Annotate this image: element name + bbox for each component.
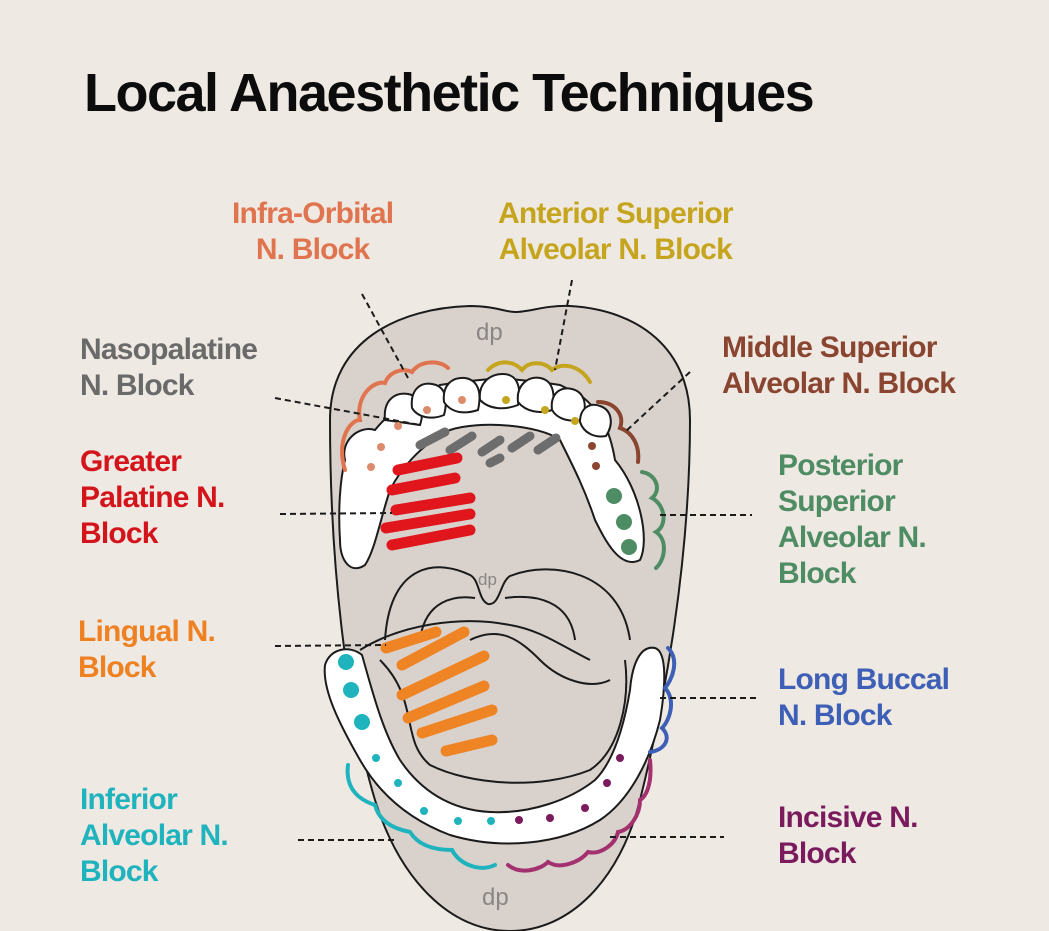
anterior-superior-alveolar-arc — [486, 360, 592, 384]
label-incisive: Incisive N. Block — [778, 800, 918, 872]
label-infra-orbital: Infra-Orbital N. Block — [232, 196, 394, 268]
label-line: Incisive N. — [778, 801, 918, 834]
label-anterior-superior-alveolar: Anterior Superior Alveolar N. Block — [498, 196, 734, 268]
label-line: Block — [778, 837, 857, 870]
label-line: Block — [78, 651, 157, 684]
inferior-alveolar-arc — [345, 763, 497, 870]
page-title: Local Anaesthetic Techniques — [84, 63, 815, 123]
middle-superior-alveolar-arc — [596, 400, 641, 464]
label-posterior-superior-alveolar: Posterior Superior Alveolar N. Block — [778, 448, 927, 592]
label-line: Alveolar N. — [80, 819, 229, 852]
label-line: Palatine N. — [80, 481, 225, 514]
watermark-bottom: dp — [482, 884, 509, 911]
label-line: Block — [80, 517, 159, 550]
long-buccal-arc — [648, 646, 677, 754]
label-line: Lingual N. — [78, 615, 216, 648]
infra-orbital-arc — [340, 360, 450, 472]
label-line: Superior — [778, 485, 896, 518]
label-line: N. Block — [255, 233, 370, 266]
greater-palatine-marks — [380, 452, 476, 551]
label-line: Block — [80, 855, 159, 888]
label-line: Infra-Orbital — [232, 197, 394, 230]
label-line: Long Buccal — [778, 663, 950, 696]
label-lingual: Lingual N. Block — [78, 614, 216, 686]
label-line: Posterior — [778, 449, 903, 482]
label-line: Alveolar N. — [778, 521, 927, 554]
inferior-alveolar-dots — [338, 654, 495, 825]
lingual-marks — [380, 626, 498, 757]
incisive-dots — [515, 754, 624, 824]
label-greater-palatine: Greater Palatine N. Block — [80, 444, 225, 552]
label-line: Block — [778, 557, 857, 590]
label-line: Middle Superior — [722, 331, 937, 364]
watermark-top: dp — [476, 319, 503, 346]
label-long-buccal: Long Buccal N. Block — [778, 662, 950, 734]
label-line: Greater — [80, 445, 182, 478]
incisive-arc — [506, 758, 653, 873]
nasopalatine-marks — [415, 427, 561, 468]
throat-outline — [384, 566, 631, 641]
leader-lines — [274, 279, 756, 841]
label-inferior-alveolar: Inferior Alveolar N. Block — [80, 782, 229, 890]
throat-inner-outline — [419, 595, 576, 641]
label-line: N. Block — [80, 369, 194, 402]
label-line: Nasopalatine — [80, 333, 258, 366]
label-line: Alveolar N. Block — [722, 367, 956, 400]
label-line: Anterior Superior — [498, 197, 734, 230]
label-line: Alveolar N. Block — [498, 233, 733, 266]
posterior-superior-alveolar-dots — [606, 488, 637, 555]
anterior-superior-alveolar-dots — [502, 396, 579, 425]
watermark-middle: dp — [478, 570, 497, 589]
label-line: N. Block — [778, 699, 892, 732]
label-middle-superior-alveolar: Middle Superior Alveolar N. Block — [722, 330, 956, 402]
infra-orbital-dots — [367, 396, 466, 471]
middle-superior-alveolar-dots — [588, 442, 600, 470]
label-nasopalatine: Nasopalatine N. Block — [80, 332, 258, 404]
upper-teeth — [338, 376, 645, 570]
lower-teeth — [323, 646, 666, 845]
label-line: Inferior — [80, 783, 178, 816]
